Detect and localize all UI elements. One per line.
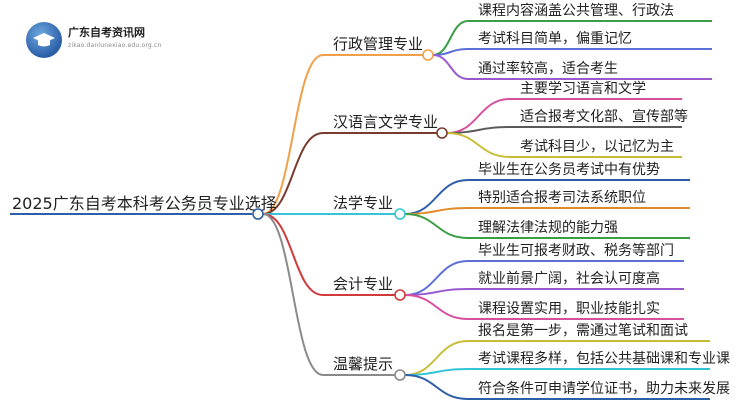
leaf-edge: [404, 213, 469, 239]
leaf-edge: [404, 294, 469, 320]
leaf-label: 考试科目少，以记忆为主: [520, 139, 674, 155]
branch-edge: [262, 132, 324, 215]
graduation-cap-icon: [33, 33, 55, 47]
branch-edge: [262, 54, 324, 215]
site-name: 广东自考资讯网: [68, 26, 145, 39]
branch-node[interactable]: [394, 208, 406, 220]
leaf-label: 考试课程多样，包括公共基础课和专业课: [478, 350, 730, 367]
branch-node[interactable]: [394, 289, 406, 301]
branch-edge: [262, 213, 324, 296]
branch-node[interactable]: [394, 369, 406, 381]
leaf-edge: [404, 207, 469, 215]
leaf-label: 报名是第一步，需通过笔试和面试: [478, 322, 688, 339]
leaf-edge: [446, 126, 511, 134]
branch-edge: [262, 213, 324, 376]
leaf-label: 主要学习语言和文学: [520, 81, 646, 97]
leaf-edge: [432, 48, 469, 56]
leaf-label: 毕业生可报考财政、税务等部门: [478, 242, 674, 259]
mind-map-edges: [10, 20, 712, 400]
leaf-label: 符合条件可申请学位证书，助力未来发展: [478, 380, 730, 397]
leaf-label: 特别适合报考司法系统职位: [478, 190, 646, 206]
leaf-label: 课程内容涵盖公共管理、行政法: [478, 2, 674, 19]
leaf-edge: [446, 132, 511, 158]
branch-label: 汉语言文学专业: [333, 113, 438, 131]
leaf-edge: [404, 288, 469, 296]
leaf-label: 课程设置实用，职业技能扎实: [478, 301, 660, 317]
mind-map-nodes: 2025广东自考本科考公务员专业选择行政管理专业课程内容涵盖公共管理、行政法考试…: [12, 2, 730, 397]
leaf-edge: [404, 368, 469, 376]
root-node[interactable]: [252, 208, 264, 220]
leaf-label: 毕业生在公务员考试中有优势: [478, 162, 660, 178]
leaf-edge: [432, 54, 469, 80]
branch-label: 温馨提示: [333, 355, 393, 373]
branch-label: 行政管理专业: [333, 35, 423, 53]
branch-label: 法学专业: [333, 194, 393, 212]
leaf-edge: [404, 374, 469, 400]
root-label: 2025广东自考本科考公务员专业选择: [12, 194, 277, 213]
leaf-label: 理解法律法规的能力强: [478, 220, 618, 236]
leaf-label: 适合报考文化部、宣传部等: [520, 108, 688, 125]
site-url: zikao.danlunexiao.edu.org.cn: [68, 42, 162, 49]
leaf-label: 通过率较高，适合考生: [478, 60, 618, 77]
leaf-label: 就业前景广阔，社会认可度高: [478, 270, 660, 287]
branch-node[interactable]: [422, 49, 434, 61]
site-logo: 广东自考资讯网 zikao.danlunexiao.edu.org.cn: [22, 18, 222, 68]
leaf-label: 考试科目简单，偏重记忆: [478, 30, 632, 47]
branch-node[interactable]: [436, 127, 448, 139]
branch-label: 会计专业: [333, 275, 393, 293]
